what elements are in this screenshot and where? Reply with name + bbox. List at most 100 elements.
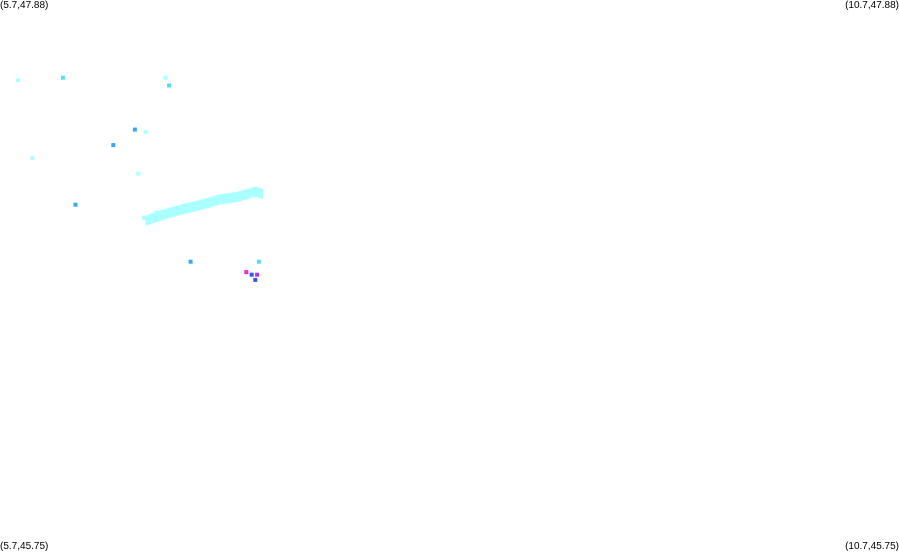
- map-point: [168, 210, 173, 215]
- map-point: [187, 202, 191, 207]
- map-point: [193, 204, 198, 209]
- map-point: [223, 199, 228, 204]
- map-point: [185, 205, 189, 210]
- map-point: [16, 78, 20, 83]
- map-point: [148, 214, 153, 219]
- map-point: [171, 209, 176, 214]
- map-point: [226, 199, 231, 204]
- map-point: [141, 215, 146, 220]
- corner-label-bottom-left: (5.7,45.75): [0, 541, 49, 552]
- map-point: [253, 189, 258, 194]
- map-point: [232, 195, 237, 200]
- map-point: [256, 187, 261, 192]
- map-point: [151, 213, 156, 218]
- map-point: [250, 187, 255, 192]
- map-point: [205, 204, 210, 208]
- map-point: [154, 210, 159, 215]
- map-point: [258, 189, 263, 194]
- map-point: [253, 192, 258, 197]
- corner-label-top-left: (5.7,47.88): [0, 0, 49, 11]
- map-point: [247, 188, 252, 193]
- map-point: [229, 198, 234, 203]
- map-point: [241, 193, 246, 198]
- map-point: [162, 209, 167, 214]
- map-point: [180, 204, 185, 209]
- map-point: [174, 208, 179, 213]
- map-point: [145, 215, 150, 220]
- map-point: [177, 207, 182, 212]
- map-point: [177, 204, 182, 209]
- map-point: [206, 200, 211, 205]
- map-point: [187, 208, 191, 213]
- map-point: [217, 194, 222, 199]
- map-point: [220, 194, 225, 199]
- map-point: [159, 210, 164, 215]
- map-point: [238, 191, 243, 196]
- map-point: [148, 220, 153, 225]
- map-point: [199, 202, 204, 207]
- map-point: [211, 202, 216, 207]
- map-point: [190, 208, 195, 212]
- map-point: [193, 201, 198, 206]
- map-point: [259, 194, 264, 199]
- map-point: [238, 197, 243, 202]
- map-point: [244, 195, 249, 200]
- map-point: [159, 213, 164, 218]
- map-point: [232, 192, 237, 197]
- map-point: [162, 215, 167, 220]
- map-point: [190, 202, 195, 206]
- map-point: [256, 259, 261, 264]
- map-point: [199, 199, 204, 204]
- map-point: [165, 211, 170, 216]
- map-point: [247, 191, 252, 196]
- map-point: [202, 198, 207, 203]
- map-point: [205, 198, 210, 202]
- map-point: [148, 217, 153, 222]
- map-point: [143, 130, 148, 135]
- map-point: [232, 198, 237, 203]
- map-point: [244, 189, 249, 194]
- map-point: [154, 218, 159, 223]
- map-point: [145, 221, 150, 226]
- map-point: [208, 203, 213, 208]
- map-point: [145, 218, 150, 223]
- map-point: [235, 198, 240, 202]
- map-point: [214, 198, 219, 203]
- map-point: [180, 210, 185, 215]
- map-point: [249, 192, 254, 197]
- map-point: [256, 190, 261, 195]
- map-point: [211, 196, 216, 201]
- map-point: [177, 210, 182, 215]
- map-point: [132, 127, 137, 132]
- map-point: [220, 200, 225, 205]
- map-point: [220, 197, 225, 202]
- map-point: [111, 143, 116, 148]
- map-point: [214, 201, 219, 206]
- map-point: [235, 195, 240, 199]
- map-point: [247, 194, 252, 199]
- map-point: [154, 215, 159, 220]
- map-point: [202, 201, 207, 206]
- map-point: [73, 202, 78, 207]
- map-point: [136, 171, 141, 176]
- map-point: [167, 83, 171, 88]
- map-point: [162, 212, 167, 217]
- map-point: [180, 207, 185, 212]
- map-point: [235, 192, 240, 196]
- map-point: [60, 75, 65, 80]
- map-point: [196, 203, 201, 208]
- map-point: [255, 272, 260, 277]
- map-point: [165, 214, 170, 219]
- map-point: [171, 206, 176, 211]
- map-point: [163, 75, 168, 80]
- map-point: [156, 214, 161, 219]
- map-point: [156, 217, 161, 222]
- map-point: [196, 206, 201, 211]
- map-point: [190, 205, 195, 209]
- map-point: [211, 199, 216, 204]
- map-point: [229, 192, 234, 197]
- map-point: [188, 259, 193, 264]
- map-point: [244, 192, 249, 197]
- map-point: [223, 193, 228, 198]
- map-point: [217, 200, 222, 205]
